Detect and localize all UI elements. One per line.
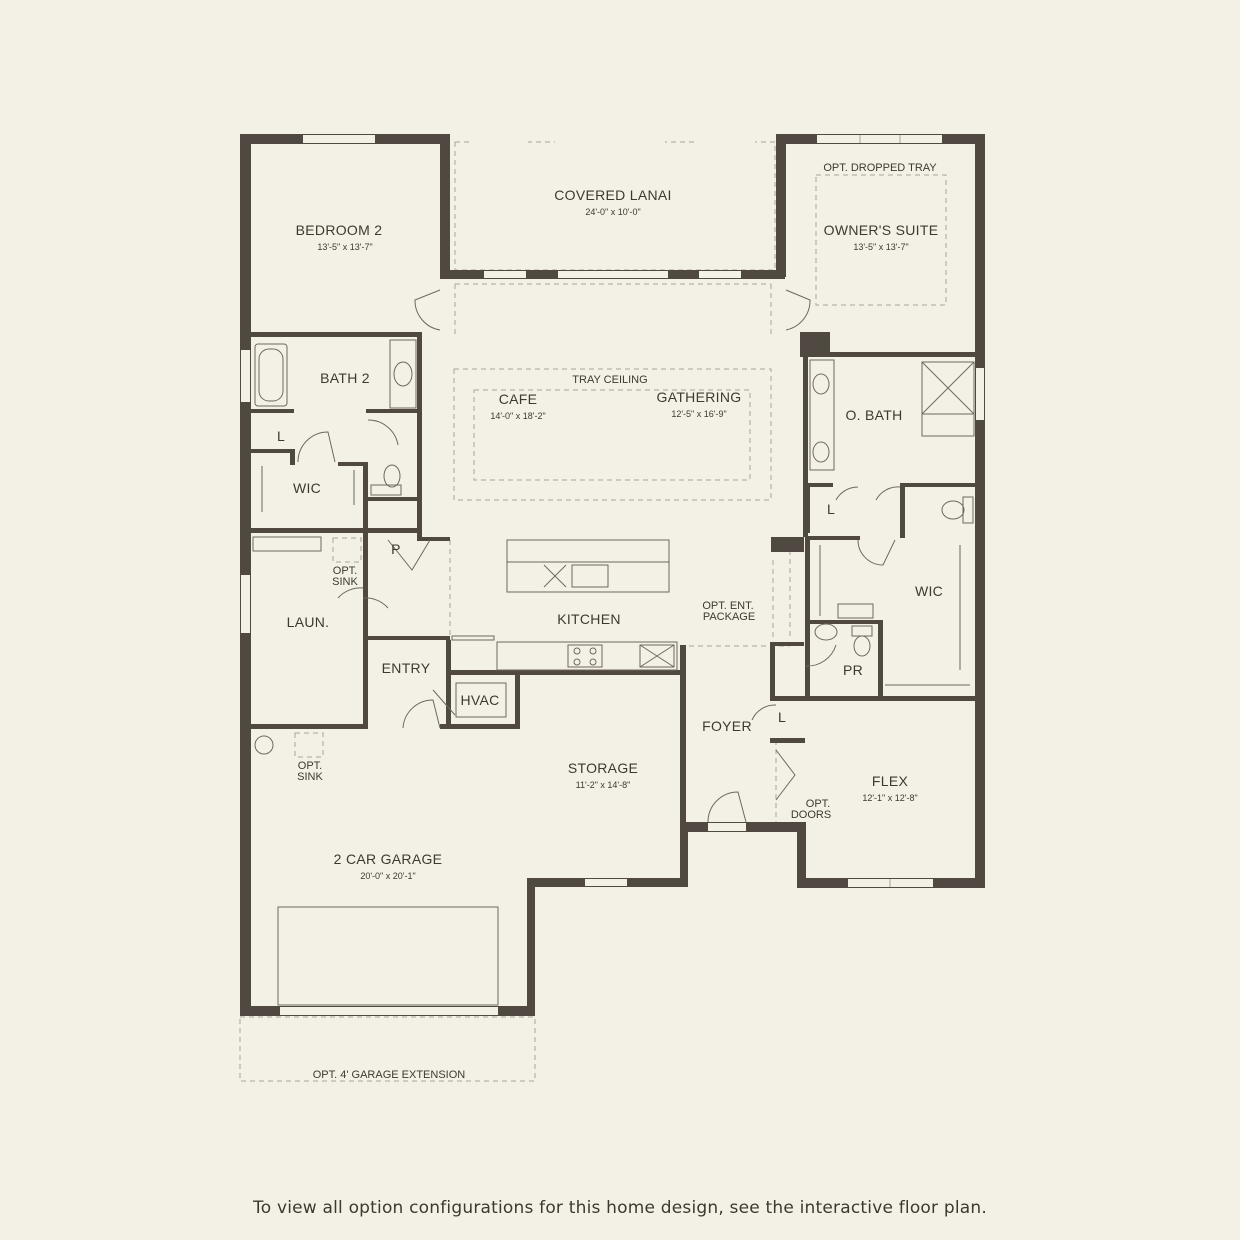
gathering-dims: 12'-5" x 16'-9": [671, 409, 726, 419]
linen-1-label: L: [277, 428, 285, 444]
garage-label: 2 CAR GARAGE: [334, 851, 443, 867]
covered-lanai-dims: 24'-0" x 10'-0": [585, 207, 640, 217]
garage-dims: 20'-0" x 20'-1": [360, 871, 415, 881]
opt-sink-garage-line2: SINK: [297, 771, 323, 783]
windows: [241, 135, 984, 1015]
o-bath-label: O. BATH: [845, 407, 902, 423]
entry-label: ENTRY: [382, 660, 431, 676]
opt-ent-package-line2: PACKAGE: [703, 611, 755, 623]
opt-ent-package-line1: OPT. ENT.: [702, 600, 753, 612]
tray-ceiling-label: TRAY CEILING: [572, 374, 647, 386]
cafe-dims: 14'-0" x 18'-2": [490, 411, 545, 421]
floor-plan: COVERED LANAI 24'-0" x 10'-0" BEDROOM 2 …: [239, 134, 985, 1082]
flex-label: FLEX: [872, 773, 909, 789]
storage-label: STORAGE: [568, 760, 638, 776]
opt-doors-line2: DOORS: [791, 809, 831, 821]
storage-dims: 11'-2" x 14'-8": [576, 780, 631, 790]
fixtures: [252, 339, 975, 1006]
opt-sink-garage-line1: OPT.: [298, 760, 322, 772]
bedroom-2-label: BEDROOM 2: [296, 222, 383, 238]
kitchen-label: KITCHEN: [557, 611, 621, 627]
gathering-label: GATHERING: [657, 389, 742, 405]
owners-suite-label: OWNER'S SUITE: [824, 222, 939, 238]
bath-2-label: BATH 2: [320, 370, 370, 386]
covered-lanai-label: COVERED LANAI: [554, 187, 672, 203]
pr-label: PR: [843, 662, 863, 678]
opt-sink-laundry-line2: SINK: [332, 576, 358, 588]
garage-extension-label: OPT. 4' GARAGE EXTENSION: [313, 1069, 466, 1081]
footer-note: To view all option configurations for th…: [253, 1198, 987, 1218]
wic-1-label: WIC: [293, 480, 321, 496]
linen-3-label: L: [778, 709, 786, 725]
bedroom-2-dims: 13'-5" x 13'-7": [317, 242, 372, 252]
owners-suite-dims: 13'-5" x 13'-7": [853, 242, 908, 252]
laundry-label: LAUN.: [287, 614, 330, 630]
opt-dropped-tray-label: OPT. DROPPED TRAY: [823, 162, 937, 174]
wic-2-label: WIC: [915, 583, 943, 599]
pantry-label: P: [391, 541, 401, 557]
hvac-label: HVAC: [460, 692, 499, 708]
cafe-label: CAFE: [499, 391, 538, 407]
opt-sink-laundry-line1: OPT.: [333, 565, 357, 577]
room-labels: COVERED LANAI 24'-0" x 10'-0" BEDROOM 2 …: [277, 162, 943, 1081]
linen-2-label: L: [827, 501, 835, 517]
flex-dims: 12'-1" x 12'-8": [862, 793, 917, 803]
dashed-outlines: [239, 141, 947, 1082]
foyer-label: FOYER: [702, 718, 752, 734]
opt-doors-line1: OPT.: [806, 798, 830, 810]
doors: [297, 289, 901, 823]
